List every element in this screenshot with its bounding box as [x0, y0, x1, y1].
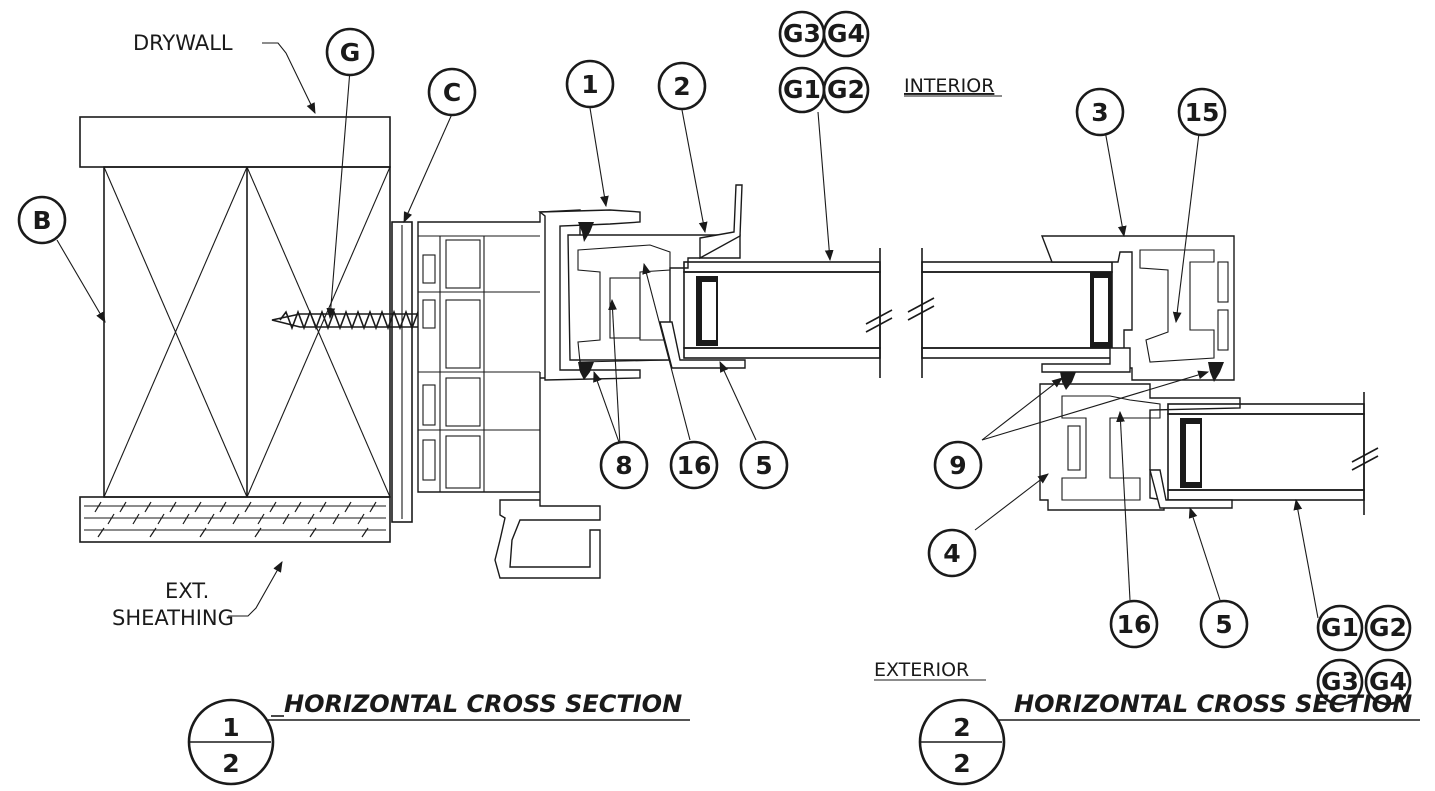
ext-sheathing-label-line2: SHEATHING: [112, 606, 234, 630]
section-title-left: 1 2 HORIZONTAL CROSS SECTION: [187, 690, 690, 786]
svg-text:16: 16: [1117, 610, 1152, 639]
svg-text:9: 9: [949, 451, 966, 480]
bubble-15: 15: [1177, 87, 1227, 137]
bubble-16-right: 16: [1109, 599, 1159, 649]
svg-text:16: 16: [677, 451, 712, 480]
section-title-right: 2 2 HORIZONTAL CROSS SECTION: [918, 690, 1420, 786]
svg-text:G1: G1: [1321, 613, 1359, 642]
bubble-g2-top: G2: [822, 66, 870, 114]
bubble-3: 3: [1075, 87, 1125, 137]
svg-text:G4: G4: [1369, 667, 1407, 696]
section-right-number: 2: [953, 713, 970, 742]
bubble-g: G: [325, 27, 375, 77]
drywall-layer: [79, 116, 391, 168]
section-left-sheet: 2: [222, 749, 239, 778]
bubble-5-left: 5: [739, 440, 789, 490]
bubble-9: 9: [933, 440, 983, 490]
svg-text:C: C: [443, 78, 461, 107]
section-right-title: HORIZONTAL CROSS SECTION: [1014, 690, 1412, 718]
svg-text:3: 3: [1091, 98, 1108, 127]
svg-text:8: 8: [615, 451, 632, 480]
interior-label: INTERIOR: [904, 75, 994, 97]
glass-unit-right-upper: [907, 248, 1113, 378]
glass-unit-left: [659, 248, 893, 378]
bubble-1: 1: [565, 59, 615, 109]
svg-text:4: 4: [943, 539, 960, 568]
drywall-label: DRYWALL: [133, 31, 233, 55]
sash-profile-3: [1040, 235, 1235, 382]
callout-bubbles: G C B 1 2 3 15 8 16 5 9 4 16 5 G3 G4 G1 …: [17, 10, 1412, 706]
bubble-b: B: [17, 195, 67, 245]
section-left-title: HORIZONTAL CROSS SECTION: [284, 690, 682, 718]
bubble-8: 8: [599, 440, 649, 490]
ext-sheathing-label-line1: EXT.: [165, 579, 209, 603]
shim-c: [391, 221, 413, 523]
bubble-16-left: 16: [669, 440, 719, 490]
svg-text:15: 15: [1185, 98, 1220, 127]
bubble-2: 2: [657, 61, 707, 111]
svg-text:G4: G4: [827, 19, 865, 48]
svg-text:1: 1: [581, 70, 598, 99]
svg-text:2: 2: [673, 72, 690, 101]
bubble-g4-top: G4: [822, 10, 870, 58]
leader-lines: [56, 42, 1319, 619]
svg-text:B: B: [32, 206, 51, 235]
svg-text:G1: G1: [783, 75, 821, 104]
section-left-number: 1: [222, 713, 239, 742]
bubble-4: 4: [927, 528, 977, 578]
svg-text:G: G: [340, 38, 361, 67]
svg-text:G2: G2: [1369, 613, 1407, 642]
bubble-5-right: 5: [1199, 599, 1249, 649]
bubble-c: C: [427, 67, 477, 117]
bubble-g4-bottom: G4: [1364, 658, 1412, 706]
svg-text:5: 5: [1215, 610, 1232, 639]
exterior-label: EXTERIOR: [874, 659, 969, 681]
bubble-g1-bottom: G1: [1316, 604, 1364, 652]
bubble-g3-bottom: G3: [1316, 658, 1364, 706]
svg-text:G3: G3: [1321, 667, 1359, 696]
svg-text:G3: G3: [783, 19, 821, 48]
bubble-g2-bottom: G2: [1364, 604, 1412, 652]
ext-sheathing-layer: [79, 496, 391, 543]
svg-text:5: 5: [755, 451, 772, 480]
wall-assembly: [79, 116, 447, 543]
bubble-g1-top: G1: [778, 66, 826, 114]
svg-text:G2: G2: [827, 75, 865, 104]
bubble-g3-top: G3: [778, 10, 826, 58]
section-right-sheet: 2: [953, 749, 970, 778]
sash-profile-4: [1039, 372, 1379, 515]
